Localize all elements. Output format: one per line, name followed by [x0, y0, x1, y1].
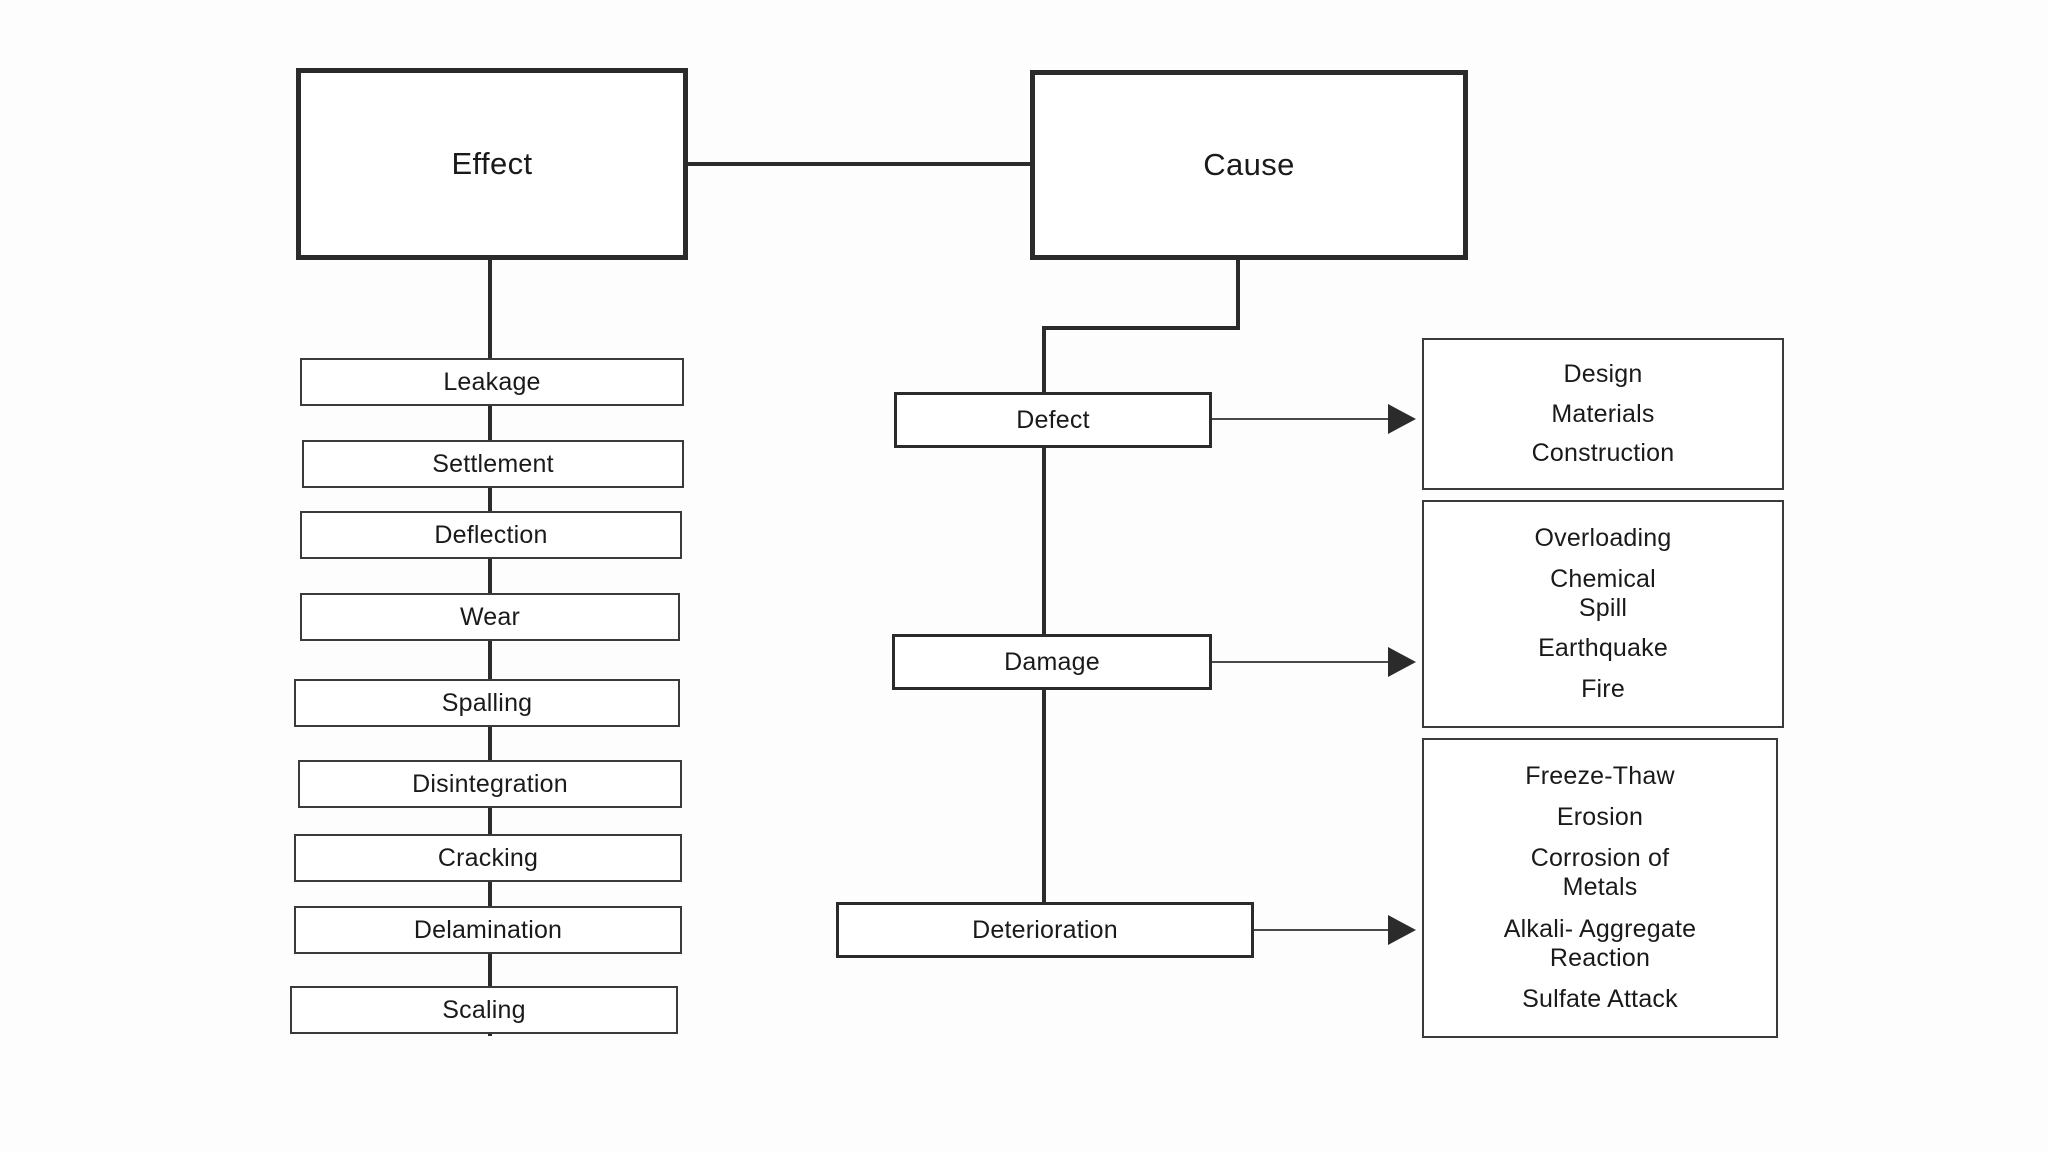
effect-box-deflection[interactable]: Deflection	[300, 511, 682, 559]
effect-label: Spalling	[441, 688, 533, 717]
effect-label: Leakage	[443, 367, 541, 396]
connector-effect-to-cause	[684, 162, 1034, 166]
connector-damage-to-overloading	[1210, 661, 1392, 663]
cause-detail-item: Erosion	[1556, 803, 1644, 832]
effect-label: Delamination	[413, 915, 563, 944]
cause-detail-item: Overloading	[1534, 523, 1672, 552]
connector-deterioration-to-freezethaw	[1252, 929, 1392, 931]
arrowhead-defect	[1388, 404, 1416, 434]
cause-detail-box-deterioration[interactable]: Freeze-Thaw Erosion Corrosion of Metals …	[1422, 738, 1778, 1038]
connector-cause-elbow-left	[1042, 326, 1240, 330]
arrowhead-damage	[1388, 647, 1416, 677]
effect-box-scaling[interactable]: Scaling	[290, 986, 678, 1034]
connector-cause-stub-down	[1236, 256, 1240, 330]
cause-detail-item: Fire	[1581, 675, 1625, 704]
effect-box-wear[interactable]: Wear	[300, 593, 680, 641]
cause-detail-item: Construction	[1531, 438, 1675, 467]
cause-box-damage[interactable]: Damage	[892, 634, 1212, 690]
cause-detail-item: Chemical Spill	[1550, 564, 1656, 622]
effect-label: Scaling	[442, 995, 526, 1024]
cause-label: Defect	[1016, 405, 1090, 434]
effect-label: Cracking	[437, 843, 539, 872]
root-label-cause: Cause	[1203, 147, 1295, 182]
cause-detail-item: Corrosion of Metals	[1530, 844, 1670, 902]
cause-detail-item: Earthquake	[1538, 634, 1668, 663]
connector-defect-to-design	[1210, 418, 1392, 420]
root-box-cause[interactable]: Cause	[1030, 70, 1468, 260]
effect-label: Disintegration	[412, 769, 568, 798]
cause-box-deterioration[interactable]: Deterioration	[836, 902, 1254, 958]
cause-detail-item: Sulfate Attack	[1522, 984, 1678, 1013]
connector-effect-spine	[488, 256, 492, 1036]
effect-box-delamination[interactable]: Delamination	[294, 906, 682, 954]
cause-detail-item: Design	[1563, 360, 1643, 389]
cause-detail-item: Freeze-Thaw	[1525, 762, 1675, 791]
effect-box-spalling[interactable]: Spalling	[294, 679, 680, 727]
cause-detail-box-defect[interactable]: Design Materials Construction	[1422, 338, 1784, 490]
effect-box-settlement[interactable]: Settlement	[302, 440, 684, 488]
effect-label: Wear	[459, 602, 521, 631]
cause-detail-item: Alkali- Aggregate Reaction	[1503, 914, 1697, 972]
cause-detail-item: Materials	[1551, 399, 1655, 428]
cause-detail-box-damage[interactable]: Overloading Chemical Spill Earthquake Fi…	[1422, 500, 1784, 728]
effect-box-cracking[interactable]: Cracking	[294, 834, 682, 882]
root-box-effect[interactable]: Effect	[296, 68, 688, 260]
effect-label: Settlement	[432, 449, 554, 478]
cause-label: Deterioration	[972, 915, 1118, 944]
root-label-effect: Effect	[451, 146, 533, 181]
connector-cause-spine	[1042, 326, 1046, 914]
cause-box-defect[interactable]: Defect	[894, 392, 1212, 448]
cause-label: Damage	[1004, 647, 1100, 676]
effect-box-disintegration[interactable]: Disintegration	[298, 760, 682, 808]
effect-label: Deflection	[434, 520, 548, 549]
effect-box-leakage[interactable]: Leakage	[300, 358, 684, 406]
arrowhead-deterioration	[1388, 915, 1416, 945]
